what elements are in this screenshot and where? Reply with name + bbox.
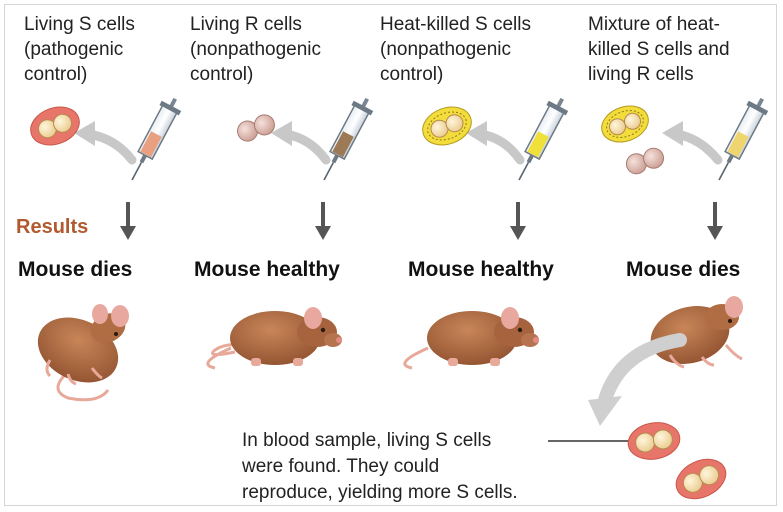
column-label: Mixture of heat- killed S cells and livi… xyxy=(588,12,730,87)
heat-killed-s-cell-icon xyxy=(417,101,476,152)
down-arrow-icon xyxy=(120,202,723,240)
syringe-icon xyxy=(709,94,772,186)
outcome-label: Mouse healthy xyxy=(194,258,340,282)
syringe-icon xyxy=(314,94,377,186)
healthy-mouse-icon xyxy=(208,307,342,368)
outcome-label: Mouse healthy xyxy=(408,258,554,282)
healthy-mouse-icon xyxy=(405,307,539,368)
s-cell-icon xyxy=(670,452,732,507)
column-label: Living S cells (pathogenic control) xyxy=(24,12,135,87)
results-heading: Results xyxy=(16,216,88,239)
r-cell-icon xyxy=(624,146,666,177)
transfer-arrowhead xyxy=(662,121,683,146)
dead-mouse-icon xyxy=(644,296,743,372)
syringe-icon xyxy=(509,94,572,186)
outcome-label: Mouse dies xyxy=(626,258,740,282)
column-label: Heat-killed S cells (nonpathogenic contr… xyxy=(380,12,531,87)
blood-sample-note: In blood sample, living S cells were fou… xyxy=(242,428,518,506)
dead-mouse-icon xyxy=(27,304,130,400)
blood-sample-arrowhead xyxy=(588,396,622,426)
column-label: Living R cells (nonpathogenic control) xyxy=(190,12,321,87)
heat-killed-s-cell-icon xyxy=(597,100,654,148)
outcome-label: Mouse dies xyxy=(18,258,132,282)
r-cell-icon xyxy=(235,112,278,144)
syringe-icon xyxy=(122,94,185,186)
blood-sample-arrow xyxy=(605,340,680,400)
s-cell-icon xyxy=(625,419,682,463)
s-cell-icon xyxy=(25,101,84,152)
